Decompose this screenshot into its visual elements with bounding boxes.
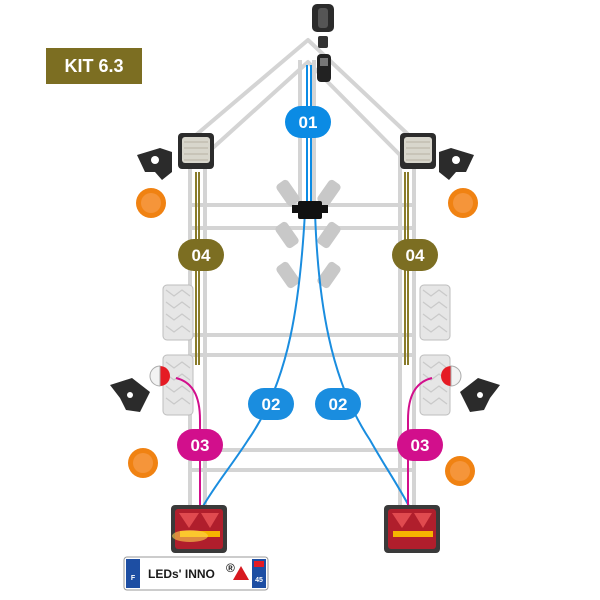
plate-text: LEDs' INNO: [148, 567, 215, 581]
label-04-left: 04: [178, 239, 224, 271]
front-left-position-light: [178, 133, 214, 169]
junction-box-icon: [292, 201, 328, 219]
cable-02: [201, 211, 411, 509]
right-tire: [419, 284, 451, 416]
left-tire: [162, 284, 194, 416]
label-03-left-text: 03: [191, 436, 210, 455]
plate-registered-mark: ®: [226, 561, 235, 575]
reflector-rear-right: [445, 456, 475, 486]
coupling-plug-icon: [312, 4, 334, 82]
plate-right-code: 45: [255, 577, 263, 584]
rear-lamp-right: [384, 505, 440, 553]
side-marker-left: [110, 365, 170, 412]
front-right-bracket-icon: [439, 148, 474, 180]
label-04-left-text: 04: [192, 246, 211, 265]
reflector-front-left: [136, 188, 166, 218]
label-03-right-text: 03: [411, 436, 430, 455]
label-03-left: 03: [177, 429, 223, 461]
label-02-left: 02: [248, 388, 294, 420]
side-marker-right: [441, 365, 500, 412]
kit-badge: KIT 6.3: [46, 48, 142, 84]
label-02-right: 02: [315, 388, 361, 420]
inno-triangle-icon: [233, 566, 249, 580]
label-04-right: 04: [392, 239, 438, 271]
label-03-right: 03: [397, 429, 443, 461]
label-04-right-text: 04: [406, 246, 425, 265]
plate-left-code: F: [131, 575, 136, 582]
kit-badge-label: KIT 6.3: [64, 55, 124, 76]
rear-lamp-left: [171, 505, 227, 553]
label-02-right-text: 02: [329, 395, 348, 414]
front-right-position-light: [400, 133, 436, 169]
reflector-rear-left: [128, 448, 158, 478]
license-plate: F 45 LEDs' INNO ®: [123, 556, 269, 591]
label-01: 01: [285, 106, 331, 138]
front-left-bracket-icon: [137, 148, 172, 180]
reflector-front-right: [448, 188, 478, 218]
cable-clips: [275, 179, 341, 289]
label-01-text: 01: [299, 113, 318, 132]
cable-03: [175, 377, 433, 505]
label-02-left-text: 02: [262, 395, 281, 414]
